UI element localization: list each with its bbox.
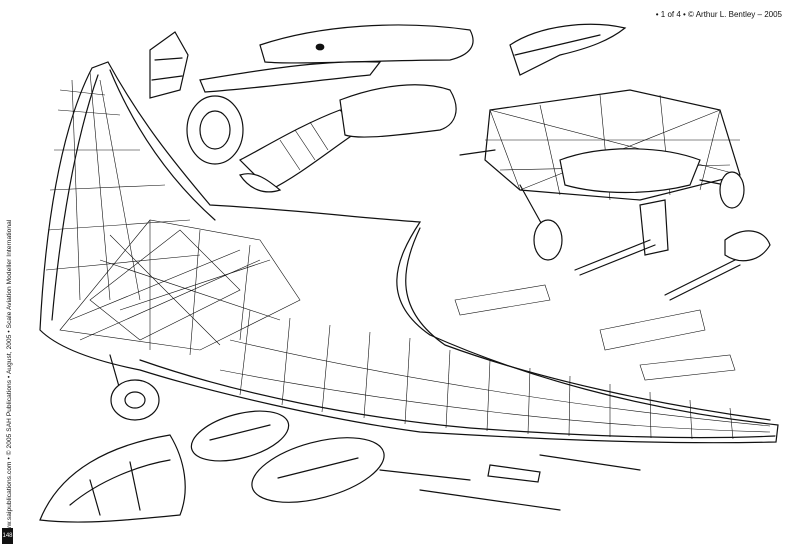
copyright-credit: • 1 of 4 • © Arthur L. Bentley – 2005 [655, 10, 782, 19]
engine-cowling-icon [199, 24, 474, 93]
page-number: 148 [2, 528, 13, 544]
publication-sidebar: www.saipublications.com • © 2005 SAH Pub… [6, 219, 13, 536]
ammo-frame-icon [454, 284, 736, 381]
cannon-icon [379, 199, 771, 511]
landing-gear-icon [39, 434, 186, 523]
center-section-frame-icon [459, 89, 745, 261]
flying-wing-aircraft-cutaway-icon [39, 61, 779, 444]
cockpit-canopy-icon [509, 23, 627, 76]
pilot-seat-icon [149, 31, 189, 99]
drop-tank-icon [190, 410, 385, 503]
jet-engine-icon [186, 84, 457, 193]
